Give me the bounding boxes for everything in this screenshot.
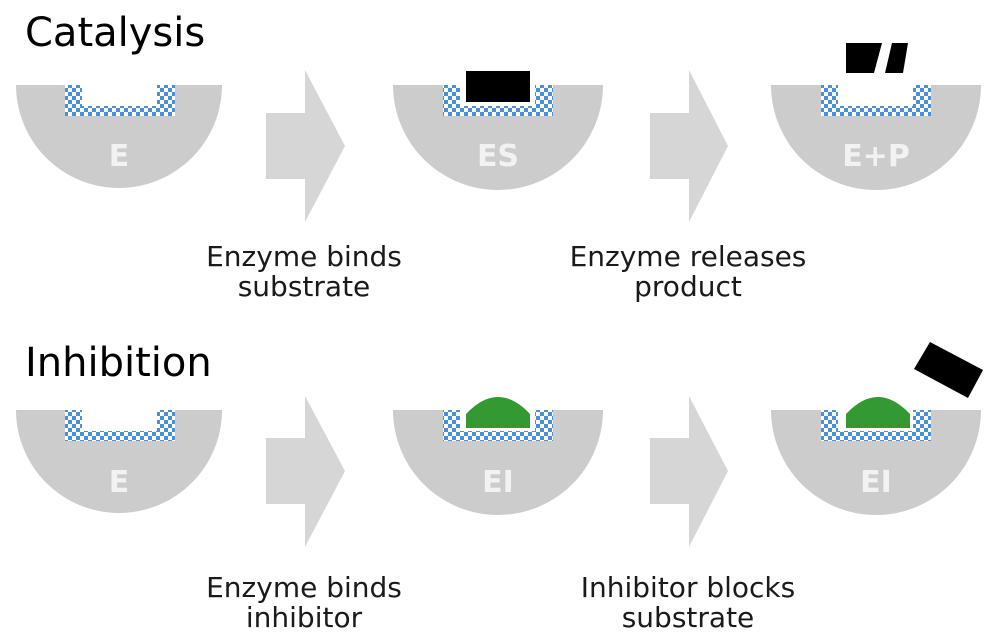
- caption-binds-substrate-line1: Enzyme binds: [206, 240, 402, 273]
- enzyme-e-inhibition: E: [16, 410, 222, 513]
- enzyme-label: E: [109, 139, 130, 174]
- arrow-1: [266, 70, 345, 222]
- caption-releases-product-line2: product: [634, 270, 742, 303]
- arrow-3: [266, 396, 345, 547]
- enzyme-es: ES: [393, 71, 603, 190]
- caption-binds-substrate-line2: substrate: [238, 270, 371, 303]
- product-piece-left: [846, 43, 882, 73]
- product-piece-right: [885, 43, 908, 73]
- caption-releases-product-line1: Enzyme releases: [570, 240, 807, 273]
- enzyme-label: EI: [860, 465, 892, 500]
- caption-binds-inhibitor-line1: Enzyme binds: [206, 571, 402, 604]
- arrow-2: [650, 70, 728, 222]
- caption-blocks-substrate-line1: Inhibitor blocks: [581, 571, 795, 604]
- enzyme-ep: E+P: [771, 43, 981, 190]
- substrate-block: [466, 71, 530, 102]
- enzyme-label: EI: [482, 465, 514, 500]
- inhibitor-shape: [466, 397, 530, 428]
- enzyme-label: E+P: [842, 139, 910, 174]
- inhibitor-shape: [846, 397, 910, 428]
- caption-blocks-substrate-line2: substrate: [622, 601, 755, 634]
- blocked-substrate: [914, 342, 983, 398]
- enzyme-ei: EI: [393, 397, 603, 515]
- inhibition-title: Inhibition: [25, 340, 212, 386]
- enzyme-label: ES: [477, 139, 519, 174]
- enzyme-ei-blocked: EI: [771, 342, 983, 515]
- enzyme-label: E: [109, 465, 130, 500]
- arrow-4: [650, 396, 728, 547]
- enzyme-e-catalysis: E: [16, 85, 222, 188]
- catalysis-title: Catalysis: [25, 10, 205, 56]
- caption-binds-inhibitor-line2: inhibitor: [246, 601, 363, 634]
